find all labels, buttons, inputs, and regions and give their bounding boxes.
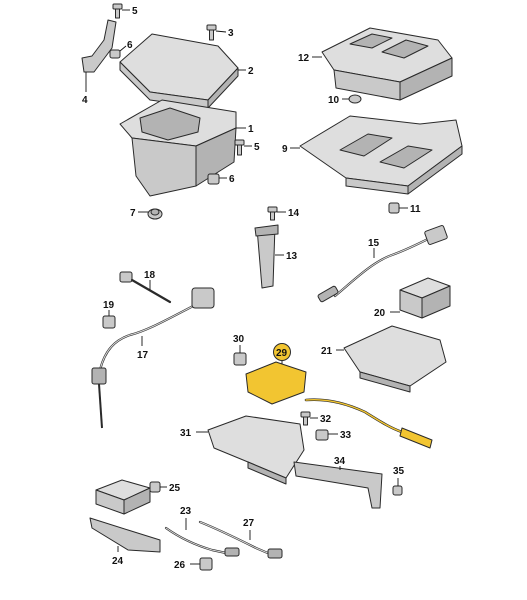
screw-14 — [267, 206, 278, 221]
probe-15 — [317, 225, 448, 303]
clip-10 — [348, 94, 362, 104]
sensor-module-24 — [89, 479, 161, 553]
control-unit-12 — [321, 27, 453, 101]
connector-26 — [199, 557, 213, 571]
screw-3 — [206, 24, 217, 41]
sensor-13 — [254, 224, 279, 289]
screw-32 — [300, 411, 311, 426]
callout-6-top: 6 — [127, 40, 133, 51]
clip-6-top — [109, 49, 121, 59]
housing-1 — [119, 99, 237, 197]
control-unit-29 — [245, 361, 433, 449]
callout-5-top: 5 — [132, 6, 138, 17]
bracket-31 — [207, 415, 305, 485]
clip-25 — [149, 481, 161, 493]
nut-33 — [315, 429, 329, 441]
callout-10: 10 — [328, 95, 340, 106]
sensor-17 — [91, 287, 215, 429]
callout-1: 1 — [248, 124, 254, 135]
callout-2: 2 — [248, 66, 254, 77]
callout-6-lower: 6 — [229, 174, 235, 185]
callout-18: 18 — [144, 270, 156, 281]
bracket-21 — [343, 325, 447, 393]
callout-7: 7 — [130, 208, 136, 219]
callout-4: 4 — [82, 95, 88, 106]
probe-27 — [198, 520, 283, 559]
callout-31: 31 — [180, 428, 192, 439]
callout-11: 11 — [410, 204, 421, 215]
screw-5-top — [112, 3, 123, 19]
cover-2 — [119, 33, 239, 109]
callout-20: 20 — [374, 308, 386, 319]
callout-9: 9 — [282, 144, 288, 155]
callout-17: 17 — [137, 350, 149, 361]
clip-6-lower — [207, 173, 220, 185]
callout-23: 23 — [180, 506, 192, 517]
callout-32: 32 — [320, 414, 332, 425]
callout-30: 30 — [233, 334, 245, 345]
nut-11 — [388, 202, 400, 214]
screw-5-right — [234, 139, 245, 156]
callout-29-badge: 29 — [273, 343, 291, 361]
callout-34: 34 — [334, 456, 346, 467]
bracket-4 — [81, 19, 117, 73]
callout-33: 33 — [340, 430, 352, 441]
callout-25: 25 — [169, 483, 181, 494]
screw-35 — [392, 485, 403, 496]
sensor-20 — [399, 277, 451, 319]
callout-35: 35 — [393, 466, 405, 477]
callout-21: 21 — [321, 346, 333, 357]
callout-15: 15 — [368, 238, 380, 249]
callout-27: 27 — [243, 518, 255, 529]
callout-12: 12 — [298, 53, 310, 64]
leader-lines — [85, 9, 408, 565]
probe-23 — [164, 526, 240, 557]
callout-3: 3 — [228, 28, 234, 39]
callout-24: 24 — [112, 556, 124, 567]
rail-34 — [293, 461, 383, 509]
bracket-9 — [299, 115, 463, 195]
grommet-7 — [147, 208, 163, 220]
callout-labels: 5 6 3 2 4 1 5 6 7 12 10 9 11 14 13 15 18… — [82, 6, 421, 571]
callout-26: 26 — [174, 560, 186, 571]
callout-19: 19 — [103, 300, 115, 311]
callout-29: 29 — [276, 348, 288, 359]
sensor-18 — [119, 271, 172, 304]
clip-30 — [233, 352, 247, 366]
callout-14: 14 — [288, 208, 300, 219]
clip-19 — [102, 315, 116, 329]
callout-5-right: 5 — [254, 142, 260, 153]
callout-13: 13 — [286, 251, 298, 262]
